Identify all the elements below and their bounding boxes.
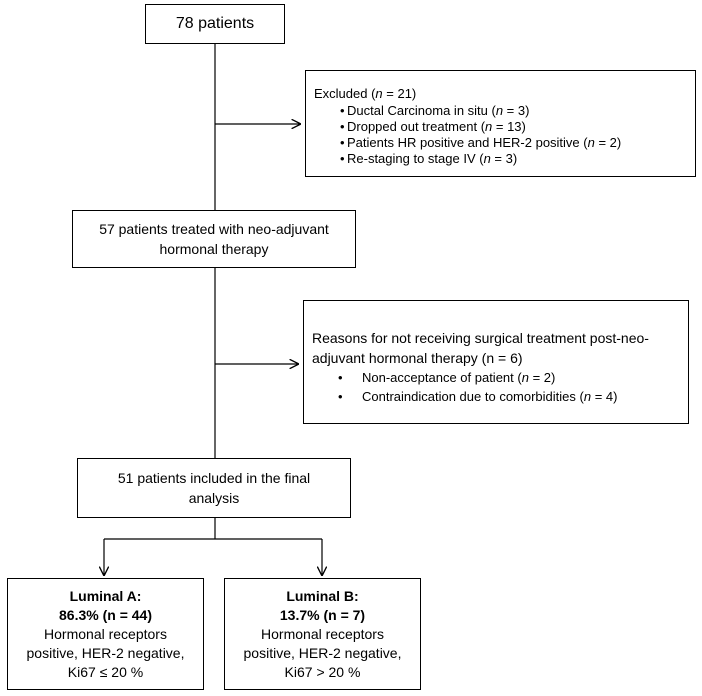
excluded-list: Ductal Carcinoma in situ (n = 3) Dropped…	[314, 103, 695, 167]
luminal-b-stat: 13.7% (n = 7)	[279, 606, 366, 623]
luminal-a-line1: Hormonal receptors	[44, 625, 167, 642]
luminal-a-title: Luminal A:	[69, 587, 142, 604]
included-line2: analysis	[188, 490, 240, 506]
list-item: Ductal Carcinoma in situ (n = 3)	[314, 103, 695, 119]
total-patients-box: 78 patients	[145, 4, 285, 44]
luminal-a-line2: positive, HER-2 negative,	[26, 644, 185, 661]
reasons-list: Non-acceptance of patient (n = 2) Contra…	[312, 368, 688, 406]
list-item: Re-staging to stage IV (n = 3)	[314, 151, 695, 167]
excluded-title-n: n	[375, 86, 383, 101]
total-patients-label: 78 patients	[175, 15, 255, 32]
reasons-line2: adjuvant hormonal therapy (n = 6)	[312, 350, 523, 366]
excluded-title-prefix: Excluded (	[314, 86, 376, 101]
list-item: Non-acceptance of patient (n = 2)	[312, 368, 688, 387]
luminal-a-line3: Ki67 ≤ 20 %	[67, 663, 144, 680]
reasons-box: Reasons for not receiving surgical treat…	[303, 300, 689, 424]
excluded-title: Excluded (n = 21)	[314, 85, 695, 103]
luminal-b-line2: positive, HER-2 negative,	[243, 644, 402, 661]
luminal-b-line3: Ki67 > 20 %	[284, 663, 361, 680]
list-item: Contraindication due to comorbidities (n…	[312, 387, 688, 406]
included-line1: 51 patients included in the final	[117, 470, 311, 486]
luminal-b-line1: Hormonal receptors	[261, 625, 384, 642]
excluded-title-suffix: = 21)	[382, 86, 417, 101]
list-item: Patients HR positive and HER-2 positive …	[314, 135, 695, 151]
luminal-a-stat: 86.3% (n = 44)	[59, 606, 152, 623]
included-box: 51 patients included in the final analys…	[77, 458, 351, 518]
reasons-line1: Reasons for not receiving surgical treat…	[312, 330, 649, 346]
treated-line1: 57 patients treated with neo-adjuvant	[99, 221, 329, 237]
treated-line2: hormonal therapy	[159, 241, 269, 257]
luminal-b-title: Luminal B:	[286, 587, 359, 604]
luminal-b-box: Luminal B: 13.7% (n = 7) Hormonal recept…	[224, 578, 421, 690]
excluded-box: Excluded (n = 21) Ductal Carcinoma in si…	[305, 70, 696, 177]
list-item: Dropped out treatment (n = 13)	[314, 119, 695, 135]
luminal-a-box: Luminal A: 86.3% (n = 44) Hormonal recep…	[7, 578, 204, 690]
treated-box: 57 patients treated with neo-adjuvant ho…	[72, 210, 356, 268]
